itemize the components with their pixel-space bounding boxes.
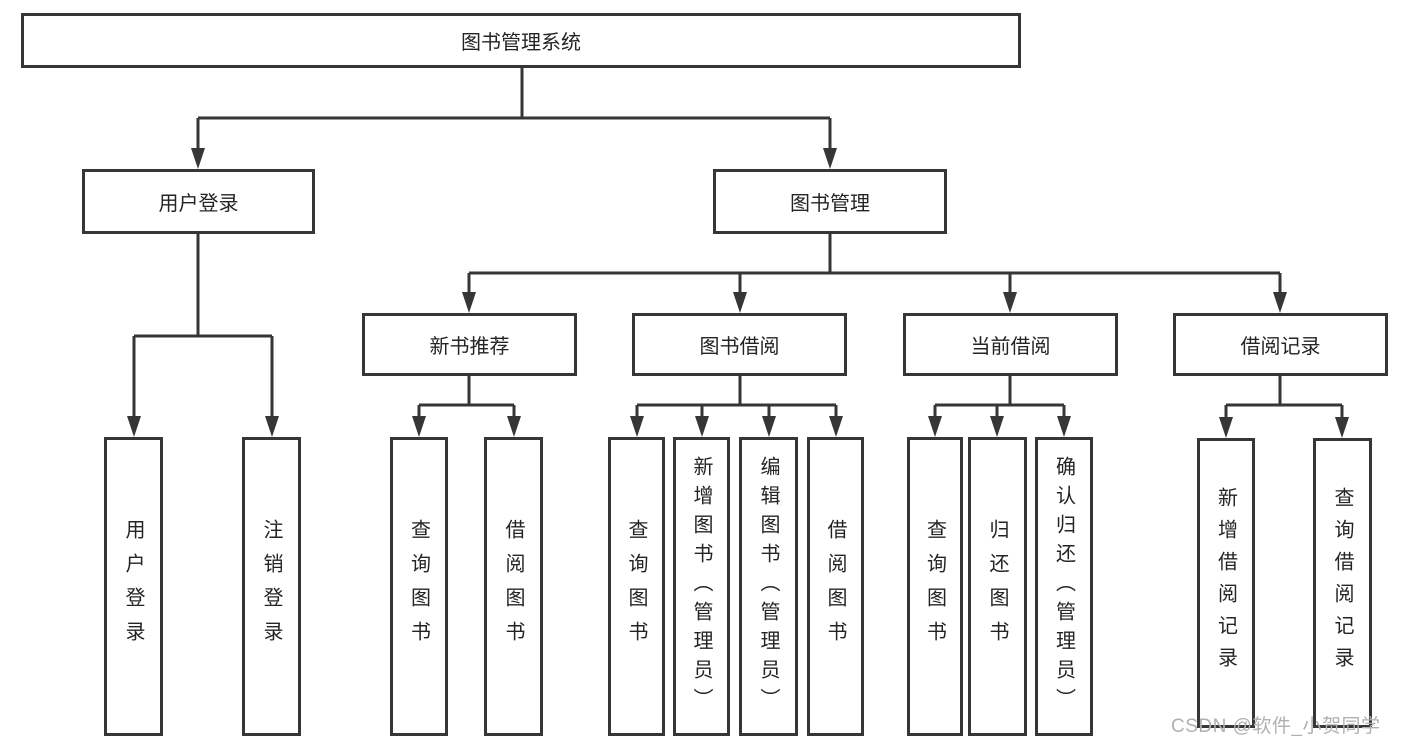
leaf-edit-book-admin: 编辑图书（管理员） xyxy=(739,437,798,736)
arrowhead-icon xyxy=(462,292,1287,313)
node-current-borrow: 当前借阅 xyxy=(903,313,1118,376)
leaf-logout-label: 注销登录 xyxy=(260,518,282,655)
node-borrow-record: 借阅记录 xyxy=(1173,313,1388,376)
arrowhead-icon xyxy=(127,416,279,437)
connector-borrow-record-branch xyxy=(1219,376,1349,438)
node-new-book-recommend: 新书推荐 xyxy=(362,313,577,376)
connector-root-to-level2 xyxy=(191,68,837,169)
leaf-add-borrow-record-label: 新增借阅记录 xyxy=(1214,487,1237,679)
leaf-return-book-label: 归还图书 xyxy=(986,518,1008,655)
arrowhead-icon xyxy=(412,416,521,437)
connector-book-management-branch xyxy=(462,234,1287,313)
connector-book-borrow-branch xyxy=(630,376,843,437)
node-book-borrow-label: 图书借阅 xyxy=(699,336,780,358)
node-book-management-label: 图书管理 xyxy=(790,193,870,215)
leaf-query-book-current-label: 查询图书 xyxy=(923,518,946,655)
leaf-borrow-book: 借阅图书 xyxy=(807,437,864,736)
arrowhead-icon xyxy=(928,416,1071,437)
leaf-user-login: 用户登录 xyxy=(104,437,163,736)
leaf-confirm-return-admin: 确认归还（管理员） xyxy=(1035,437,1093,736)
node-user-login: 用户登录 xyxy=(82,169,315,234)
leaf-add-borrow-record: 新增借阅记录 xyxy=(1197,438,1255,728)
arrowhead-icon xyxy=(191,148,837,169)
leaf-add-book-admin: 新增图书（管理员） xyxy=(673,437,730,736)
leaf-query-borrow-record-label: 查询借阅记录 xyxy=(1331,487,1353,679)
leaf-confirm-return-admin-label: 确认归还（管理员） xyxy=(1052,456,1075,717)
node-current-borrow-label: 当前借阅 xyxy=(970,336,1051,358)
connector-new-book-branch xyxy=(412,376,521,437)
leaf-user-login-label: 用户登录 xyxy=(122,518,144,655)
node-book-management: 图书管理 xyxy=(713,169,947,234)
leaf-borrow-book-recommend-label: 借阅图书 xyxy=(502,518,524,655)
connector-user-login-branch xyxy=(127,234,279,437)
leaf-query-book-borrow-label: 查询图书 xyxy=(625,518,647,655)
leaf-query-book-borrow: 查询图书 xyxy=(608,437,665,736)
leaf-borrow-book-label: 借阅图书 xyxy=(824,518,846,655)
arrowhead-icon xyxy=(630,416,843,437)
leaf-edit-book-admin-label: 编辑图书（管理员） xyxy=(757,456,779,717)
node-new-book-recommend-label: 新书推荐 xyxy=(429,336,510,358)
leaf-borrow-book-recommend: 借阅图书 xyxy=(484,437,543,736)
leaf-query-borrow-record: 查询借阅记录 xyxy=(1313,438,1372,728)
node-book-borrow: 图书借阅 xyxy=(632,313,847,376)
node-root-system: 图书管理系统 xyxy=(21,13,1021,68)
leaf-add-book-admin-label: 新增图书（管理员） xyxy=(690,456,712,717)
leaf-query-book-current: 查询图书 xyxy=(907,437,963,736)
node-user-login-label: 用户登录 xyxy=(158,193,239,215)
connector-current-borrow-branch xyxy=(928,376,1071,437)
leaf-query-book-recommend-label: 查询图书 xyxy=(407,518,430,655)
leaf-query-book-recommend: 查询图书 xyxy=(390,437,448,736)
node-borrow-record-label: 借阅记录 xyxy=(1240,336,1321,358)
csdn-watermark: CSDN @软件_小贺同学 xyxy=(1171,716,1381,737)
arrowhead-icon xyxy=(1219,417,1349,438)
leaf-return-book: 归还图书 xyxy=(968,437,1027,736)
leaf-logout: 注销登录 xyxy=(242,437,301,736)
node-root-system-label: 图书管理系统 xyxy=(461,32,581,54)
